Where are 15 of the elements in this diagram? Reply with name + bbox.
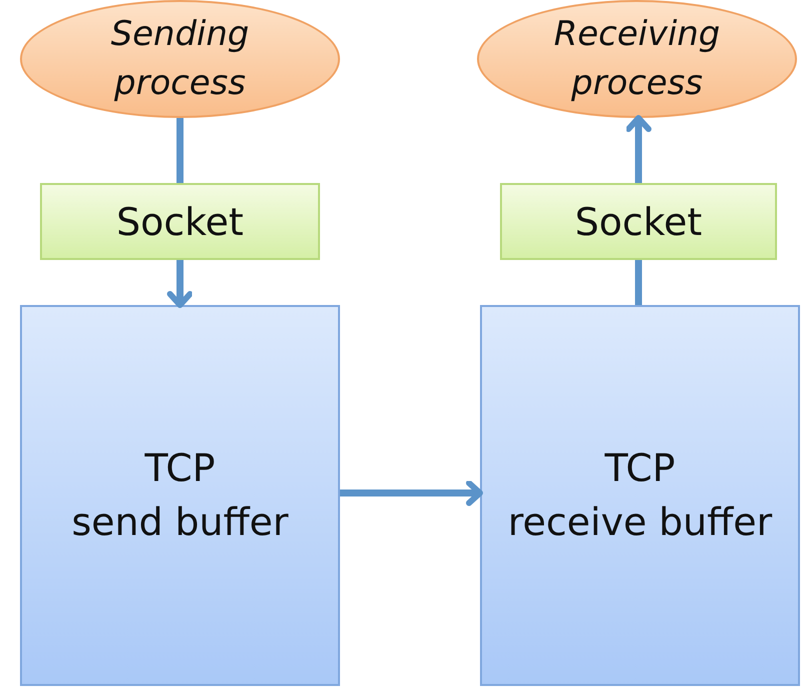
arrow xyxy=(340,480,483,506)
buffer-box xyxy=(480,305,800,686)
arrow xyxy=(626,115,652,183)
buffer-label: TCP xyxy=(604,445,676,492)
socket-label: Socket xyxy=(116,200,244,244)
socket-box xyxy=(500,183,777,260)
process-label: Receiving process xyxy=(552,12,722,105)
process-label: Sending process xyxy=(110,12,250,105)
buffer-label: TCP xyxy=(144,445,216,492)
arrow xyxy=(167,260,193,308)
socket-label: Socket xyxy=(574,200,702,244)
buffer-label: send buffer xyxy=(72,498,288,546)
socket-box xyxy=(40,183,320,260)
buffer-box xyxy=(20,305,340,686)
buffer-label: receive buffer xyxy=(508,498,772,546)
